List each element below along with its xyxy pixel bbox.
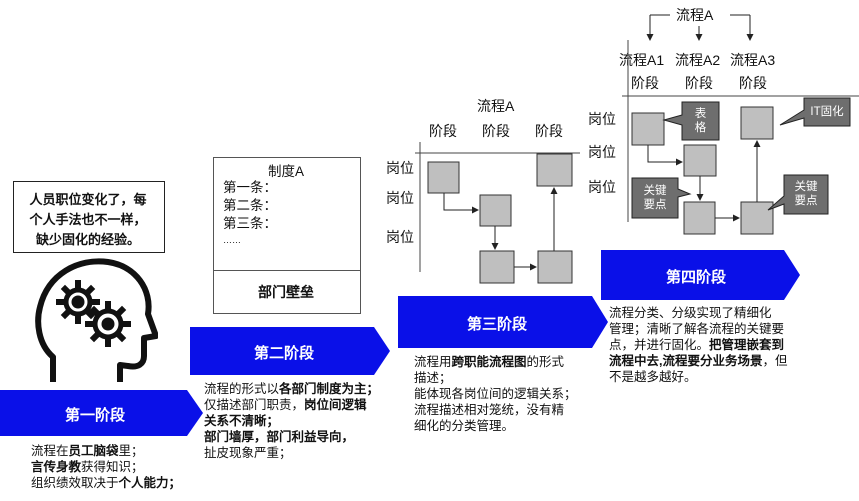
- text: 仅描述部门职责，: [204, 398, 305, 412]
- text: 管理；清晰了解各流程的关键要: [609, 322, 785, 336]
- clause: 第二条：: [223, 198, 277, 213]
- text: 格: [694, 122, 707, 134]
- text: 表: [694, 108, 707, 120]
- stage3-phase: 阶段: [429, 123, 457, 139]
- text: 组织绩效取决于: [31, 476, 119, 490]
- text: 各部门制度为主；: [279, 382, 380, 396]
- document-clauses: 第一条： 第二条： 第三条： ……: [223, 179, 277, 247]
- text: 部门墙厚，部门利益导向，: [204, 430, 355, 444]
- stage4-post: 岗位: [588, 144, 616, 160]
- stage-1-description: 流程在员工脑袋里； 言传身教获得知识； 组织绩效取决于个人能力；: [31, 443, 211, 491]
- text: 获得知识；: [81, 460, 144, 474]
- text: 描述；: [414, 371, 452, 385]
- stage3-phase: 阶段: [535, 123, 563, 139]
- text: 流程用: [414, 355, 452, 369]
- text: 把管理嵌套到: [709, 338, 785, 352]
- stage-2-description: 流程的形式以各部门制度为主； 仅描述部门职责，岗位间逻辑 关系不清晰； 部门墙厚…: [204, 381, 404, 461]
- it-callout-text: IT固化: [810, 106, 844, 118]
- text: 不是越多越好。: [609, 370, 697, 384]
- stage-3-arrow: 第三阶段: [398, 296, 608, 348]
- stage-3-label: 第三阶段: [466, 316, 527, 333]
- text: 要点: [794, 195, 818, 207]
- key-point-callout-text: 关键 要点: [784, 180, 828, 208]
- department-wall-box: [213, 270, 361, 314]
- stage4-post: 岗位: [588, 179, 616, 195]
- stage4-flow-diagram: [622, 14, 859, 235]
- text: 能体现各岗位间的逻辑关系；: [414, 387, 577, 401]
- stage3-post: 岗位: [386, 160, 414, 176]
- key-point-callout-text: 关键 要点: [632, 184, 678, 212]
- clause: 第三条：: [223, 216, 277, 231]
- stage3-phase: 阶段: [482, 123, 510, 139]
- stage4-phase: 阶段: [685, 75, 713, 91]
- text: 流程在: [31, 444, 69, 458]
- text: ，但: [762, 354, 788, 368]
- text: 里；: [118, 444, 144, 458]
- stage4-sub-process: 流程A2: [675, 52, 721, 68]
- stage3-flow-diagram: [415, 142, 580, 284]
- stage3-process-title: 流程A: [477, 98, 515, 114]
- department-wall-label: 部门壁垒: [258, 284, 314, 300]
- speech-line: 个人手法也不一样，: [29, 212, 147, 227]
- text: 流程中去,流程要分业务场景: [609, 354, 763, 368]
- text: 个人能力；: [118, 476, 182, 490]
- speech-line: 缺少固化的经验。: [35, 232, 140, 247]
- stage-1-label: 第一阶段: [64, 407, 125, 424]
- stage4-sub-process: 流程A3: [730, 52, 776, 68]
- text: 跨职能流程图: [451, 355, 527, 369]
- stage4-phase: 阶段: [631, 75, 659, 91]
- text: 言传身教: [31, 460, 82, 474]
- clause: ……: [223, 235, 241, 245]
- text: 关系不清晰；: [204, 414, 280, 428]
- stage4-post: 岗位: [588, 111, 616, 127]
- text: 要点: [643, 199, 667, 211]
- thinking-head-icon: [35, 258, 158, 382]
- stage-2-label: 第二阶段: [253, 345, 314, 362]
- speech-box: [13, 181, 165, 253]
- stage-4-arrow: 第四阶段: [601, 250, 800, 300]
- text: 关键: [794, 181, 818, 193]
- speech-line: 人员职位变化了，每: [29, 192, 147, 207]
- text: 扯皮现象严重；: [204, 446, 292, 460]
- stage3-post: 岗位: [386, 190, 414, 206]
- stage-1-arrow: 第一阶段: [0, 390, 203, 436]
- text: 流程描述相对笼统，没有精: [414, 403, 565, 417]
- stage-3-description: 流程用跨职能流程图的形式 描述； 能体现各岗位间的逻辑关系； 流程描述相对笼统，…: [414, 354, 604, 434]
- stage-4-label: 第四阶段: [665, 269, 726, 286]
- stage-2-arrow: 第二阶段: [190, 327, 390, 375]
- text: 关键: [643, 185, 667, 197]
- regulation-document: [213, 157, 361, 272]
- text: 的形式: [526, 355, 565, 369]
- stage4-sub-process: 流程A1: [619, 52, 665, 68]
- speech-text: 人员职位变化了，每 个人手法也不一样， 缺少固化的经验。: [14, 190, 162, 250]
- clause: 第一条：: [223, 180, 277, 195]
- text: 员工脑袋: [68, 444, 119, 458]
- text: 岗位间逻辑: [304, 398, 367, 412]
- text: 流程的形式以: [204, 382, 280, 396]
- document-title: 制度A: [267, 164, 304, 179]
- text: 流程分类、分级实现了精细化: [609, 306, 772, 320]
- table-callout-text: 表 格: [682, 107, 719, 135]
- stage3-post: 岗位: [386, 229, 414, 245]
- stage4-process-title: 流程A: [676, 7, 714, 23]
- text: 细化的分类管理。: [414, 419, 515, 433]
- stage-4-description: 流程分类、分级实现了精细化 管理；清晰了解各流程的关键要 点，并进行固化。把管理…: [609, 305, 809, 385]
- text: 点，并进行固化。: [609, 338, 710, 352]
- stage4-phase: 阶段: [739, 75, 767, 91]
